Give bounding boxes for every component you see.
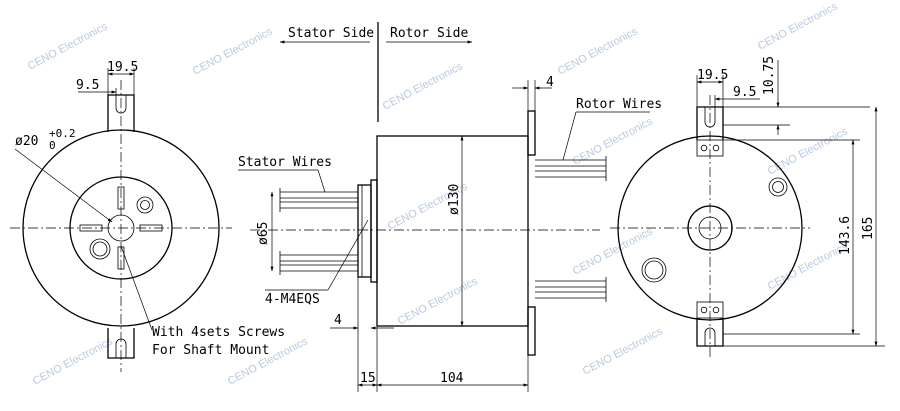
- cable-hole: [641, 257, 667, 283]
- front-view-left: 19.5 9.5 ø20 +0.2 0 With 4sets Screws Fo…: [10, 60, 285, 372]
- stator-wires-label: Stator Wires: [238, 155, 332, 170]
- stator-side-label: Stator Side: [288, 26, 374, 41]
- dim-19-5-right: 19.5: [697, 68, 728, 83]
- watermark: CENO Electronics: [756, 0, 840, 52]
- dim-bore-tol-upper: +0.2: [49, 127, 76, 140]
- front-view-right: 19.5 9.5 10.75 143.6 165: [610, 56, 885, 360]
- dim-10-75: 10.75: [762, 56, 777, 95]
- thread-callout: 4-M4EQS: [265, 292, 320, 307]
- watermark: CENO Electronics: [571, 225, 655, 277]
- watermark: CENO Electronics: [766, 125, 850, 177]
- dim-165: 165: [861, 217, 876, 240]
- dim-15: 15: [360, 371, 376, 386]
- dim-side-4: 4: [334, 313, 342, 328]
- top-mount-tab: [696, 106, 724, 140]
- watermark: CENO Electronics: [31, 335, 115, 387]
- watermark: CENO Electronics: [191, 25, 275, 77]
- bottom-mount-tab: [696, 318, 724, 347]
- dim-9-5-right: 9.5: [733, 85, 756, 100]
- dim-104: 104: [440, 371, 464, 386]
- rotor-flange: [527, 306, 536, 356]
- rotor-flange: [527, 110, 536, 156]
- watermarks: CENO Electronics CENO Electronics CENO E…: [26, 0, 850, 387]
- stator-collar: [370, 179, 378, 283]
- side-view: Stator Side Rotor Side Stator Wires: [238, 22, 662, 392]
- dim-65: ø65: [256, 222, 271, 245]
- watermark: CENO Electronics: [26, 20, 110, 72]
- screws-note-line1: With 4sets Screws: [152, 325, 285, 340]
- watermark: CENO Electronics: [556, 25, 640, 77]
- dim-9-5-left: 9.5: [76, 78, 99, 93]
- dim-130: ø130: [447, 184, 462, 215]
- rotor-side-label: Rotor Side: [390, 26, 468, 41]
- dim-bore: ø20: [15, 134, 38, 149]
- cable-hole: [768, 177, 788, 197]
- dim-bore-tol-lower: 0: [49, 139, 56, 152]
- rotor-wires-label: Rotor Wires: [576, 97, 662, 112]
- rotor-wires: [535, 156, 607, 302]
- watermark: CENO Electronics: [581, 325, 665, 377]
- screws-note-line2: For Shaft Mount: [152, 343, 269, 358]
- cable-hole: [89, 238, 111, 260]
- stator-cap: [357, 184, 372, 278]
- dim-143-6: 143.6: [838, 216, 853, 255]
- dim-19-5-left: 19.5: [107, 60, 138, 75]
- dim-flange-4: 4: [546, 75, 554, 90]
- cable-hole: [136, 196, 154, 214]
- watermark: CENO Electronics: [396, 275, 480, 327]
- stator-wires: [279, 188, 358, 275]
- watermark: CENO Electronics: [381, 60, 465, 112]
